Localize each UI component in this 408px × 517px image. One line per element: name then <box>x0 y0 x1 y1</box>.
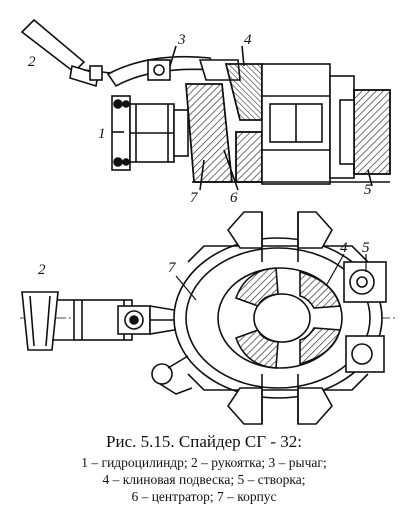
door-plan <box>343 261 387 373</box>
label-7-top: 7 <box>190 190 199 206</box>
plan-view <box>20 211 396 425</box>
side-section-view <box>20 18 391 191</box>
wedge-leader-bottom <box>325 253 345 287</box>
caption-line-3: 6 – центратор; 7 – корпус <box>131 489 277 504</box>
label-5-bottom: 5 <box>362 240 370 256</box>
centralizer-leader <box>223 149 239 191</box>
lever-leader <box>169 45 177 67</box>
caption-line-1: 1 – гидроцилиндр; 2 – рукоятка; 3 – рыча… <box>81 455 327 470</box>
door-section <box>339 89 391 175</box>
latch-plan <box>151 355 193 395</box>
label-6-top: 6 <box>230 190 238 206</box>
wedge-slips-plan <box>217 267 343 369</box>
wedge-leader <box>241 45 245 67</box>
label-7-bottom: 7 <box>168 260 177 276</box>
figure-caption: Рис. 5.15. Спайдер СГ - 32: 1 – гидроцил… <box>0 432 408 505</box>
caption-title: Рис. 5.15. Спайдер СГ - 32: <box>106 432 302 451</box>
wedge-slip-section <box>224 63 263 183</box>
spider-diagram: 1 2 3 4 5 6 7 <box>20 18 396 425</box>
main-body <box>261 63 355 185</box>
lever <box>106 55 241 88</box>
caption-line-2: 4 – клиновая подвеска; 5 – створка; <box>102 472 306 487</box>
label-2-bottom: 2 <box>38 262 46 278</box>
label-3-top: 3 <box>177 32 186 48</box>
handle-plan <box>21 291 74 351</box>
body-section <box>185 83 233 183</box>
body-leader <box>199 159 205 191</box>
door-leader <box>367 169 373 187</box>
label-4-bottom: 4 <box>340 240 348 256</box>
label-4-top: 4 <box>244 32 252 48</box>
body-leader-bottom <box>175 275 197 301</box>
handle <box>20 18 121 88</box>
label-5-top: 5 <box>364 182 372 198</box>
hydraulic-cylinder <box>111 95 189 171</box>
label-2-top: 2 <box>28 54 36 70</box>
label-1-top: 1 <box>98 126 106 142</box>
